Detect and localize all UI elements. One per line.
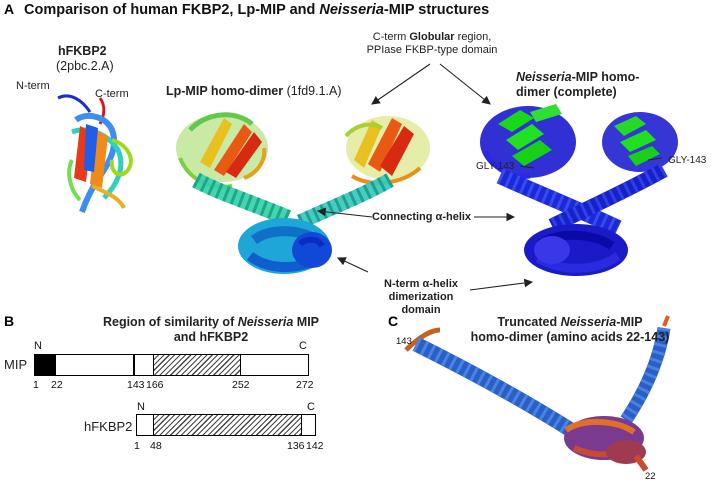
mip-label: MIP [4,357,28,372]
hfkbp2-tick: 136 [287,440,305,452]
panel-b-letter: B [4,313,15,329]
truncated-dimer-structure [404,315,671,472]
nterm-label: N-term [16,80,50,92]
mip-tick: 252 [232,379,250,391]
cterm-label: C-term [95,88,129,100]
hfkbp2-tick: 142 [306,440,324,452]
hfkbp2-tick: 48 [150,440,162,452]
residue-22-label: 22 [645,471,656,482]
mip-tick: 166 [146,379,164,391]
lpmip-title: Lp-MIP homo-dimer (1fd9.1.A) [166,84,342,98]
mip-n-label: N [34,340,42,352]
mip-tick: 272 [296,379,314,391]
nterm-helix-label: N-term α-helix dimerization domain [384,278,458,316]
mip-signal-segment [35,355,56,375]
annotation-arrows [316,63,663,291]
mip-tick: 143 [127,379,145,391]
neisseria-mip-structure [480,104,678,276]
hfkbp2-pdb-id: (2pbc.2.A) [56,59,114,73]
mip-c-label: C [299,340,307,352]
residue-143-label: 143 [396,336,412,347]
mip-divider-143 [133,354,135,376]
panel-b-title: Region of similarity of Neisseria MIP an… [102,315,320,344]
panel-c-title: Truncated Neisseria-MIP homo-dimer (amin… [470,315,670,344]
hfkbp2-similarity-region [153,415,302,435]
connecting-helix-label: Connecting α-helix [372,211,472,223]
cterm-domain-label: C-term Globular region, PPIase FKBP-type… [366,31,498,56]
neisseria-mip-title: Neisseria-MIP homo- dimer (complete) [516,70,640,99]
gly143-right-label: GLY-143 [668,155,707,166]
panel-a-letter: A [4,1,15,17]
hfkbp2-c-label: C [307,401,315,413]
gly143-left-label: GLY-143 [476,161,515,172]
hfkbp2-tick: 1 [134,440,140,452]
hfkbp2-bar-label: hFKBP2 [84,419,133,434]
hfkbp2-n-label: N [137,401,145,413]
hfkbp2-name: hFKBP2 [58,44,107,58]
mip-tick: 1 [33,379,39,391]
panel-a-title: Comparison of human FKBP2, Lp-MIP and Ne… [24,2,490,18]
mip-tick: 22 [51,379,63,391]
lpmip-structure [176,112,430,274]
mip-similarity-region [153,355,241,375]
hfkbp2-structure [57,94,133,213]
panel-c-letter: C [388,313,399,329]
